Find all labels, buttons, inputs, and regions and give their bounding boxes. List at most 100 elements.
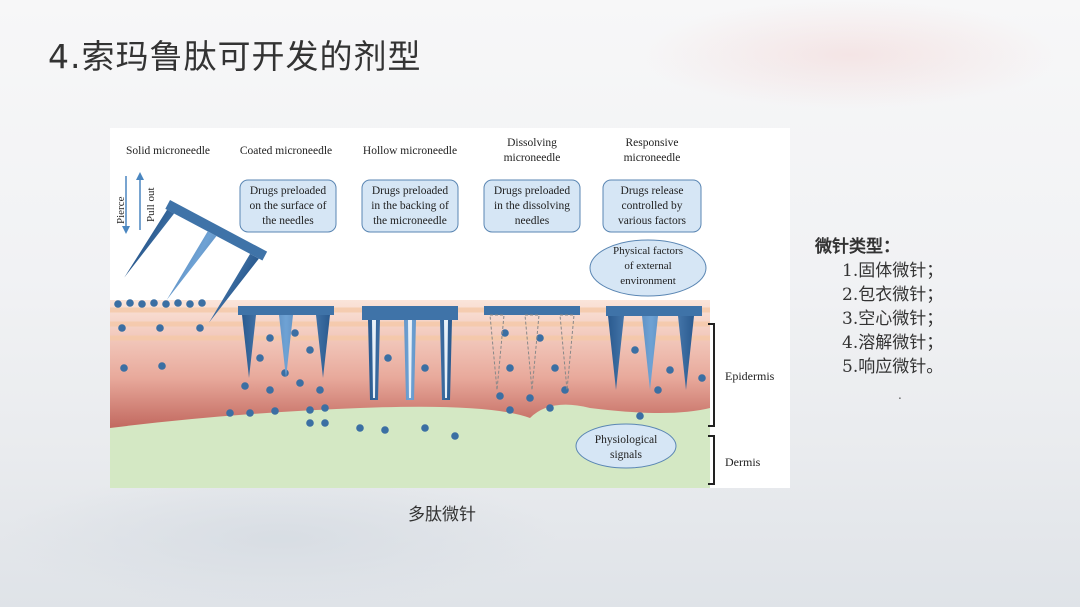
drug-particle [384,354,392,362]
drug-particle [306,346,314,354]
heading-responsive-2: microneedle [624,152,681,164]
drug-particle [120,364,128,372]
drug-particle [306,419,314,427]
list-item: 5.响应微针。 [842,357,944,377]
drug-particle [246,409,254,417]
drug-particle [551,364,559,372]
box-responsive-line1: Drugs release [621,185,684,197]
background-decoration [640,0,1060,110]
drug-particle [138,300,146,308]
cloud-physical-line1: Physical factors [613,245,683,257]
drug-particle [636,412,644,420]
drug-particle [126,299,134,307]
drug-particle [506,406,514,414]
drug-particle [158,362,166,370]
drug-particle [296,379,304,387]
drug-particle [356,424,364,432]
trailing-dot: . [898,388,902,402]
drug-particle [536,334,544,342]
coated-microneedle [238,306,334,378]
drug-particle [162,300,170,308]
slide-title: 4.索玛鲁肽可开发的剂型 [48,37,422,76]
dissolving-microneedle [484,306,580,391]
box-hollow-line3: the microneedle [373,215,447,227]
drug-particle [241,382,249,390]
cloud-physio-line1: Physiological [595,434,658,446]
epidermis-bracket [708,323,715,427]
drug-particle [316,386,324,394]
drug-particle [451,432,459,440]
heading-solid: Solid microneedle [126,145,210,157]
drug-particle [196,324,204,332]
drug-particle [698,374,706,382]
heading-responsive: Responsive [625,137,678,149]
box-responsive-line3: various factors [618,215,687,227]
pierce-label: Pierce [115,196,127,224]
heading-hollow: Hollow microneedle [363,145,457,157]
drug-particle [381,426,389,434]
box-coated-line1: Drugs preloaded [250,185,327,197]
pierce-arrowhead [122,226,130,234]
drug-particle [156,324,164,332]
responsive-microneedle [606,306,702,390]
heading-dissolving-2: microneedle [504,152,561,164]
hollow-microneedle [362,306,458,400]
box-responsive-line2: controlled by [622,200,683,212]
box-coated-line3: the needles [262,215,314,227]
drug-particle [501,329,509,337]
drug-particle [271,407,279,415]
drug-particle [226,409,234,417]
drug-particle [321,404,329,412]
epidermis-label: Epidermis [725,369,775,383]
dermis-layer [110,404,710,488]
drug-particle [266,334,274,342]
figure-caption: 多肽微针 [408,505,476,525]
drug-particle [526,394,534,402]
drug-particle [421,364,429,372]
drug-particle [654,386,662,394]
cloud-physio-line2: signals [610,449,642,461]
drug-particle [198,299,206,307]
drug-particle [291,329,299,337]
cloud-physiological-signals: Physiological signals [575,423,677,469]
box-dissolving-line2: in the dissolving [494,200,570,212]
drug-particle [256,354,264,362]
heading-coated: Coated microneedle [240,145,332,157]
box-coated-line2: on the surface of [250,200,327,212]
drug-particle [114,300,122,308]
box-dissolving-line1: Drugs preloaded [494,185,571,197]
drug-particle [546,404,554,412]
background-decoration [0,470,560,607]
drug-particle [666,366,674,374]
drug-particle [306,406,314,414]
drug-particle [321,419,329,427]
drug-particle [186,300,194,308]
list-heading: 微针类型： [815,237,900,257]
drug-particle [631,346,639,354]
drug-particle [281,369,289,377]
box-hollow-line1: Drugs preloaded [372,185,449,197]
drug-particles [114,299,706,440]
microneedle-types-list: 微针类型： 1.固体微针； 2.包衣微针； 3.空心微针； 4.溶解微针； 5.… [815,232,995,379]
microneedle-illustration: Epidermis Dermis Solid microneedle Coate… [110,137,775,488]
dermis-label: Dermis [725,455,761,469]
box-hollow-line2: in the backing of [371,200,449,212]
cloud-physical-line3: environment [620,275,676,287]
drug-particle [174,299,182,307]
cloud-physical-factors: Physical factors of external environment [589,239,707,297]
list-item: 3.空心微针； [842,309,944,329]
drug-particle [150,299,158,307]
drug-particle [118,324,126,332]
list-item: 1.固体微针； [842,261,944,281]
dermis-bracket [708,435,715,485]
drug-particle [421,424,429,432]
list-item: 2.包衣微针； [842,285,944,305]
drug-particle [266,386,274,394]
solid-microneedle [124,200,268,323]
cloud-physical-line2: of external [624,260,671,272]
drug-particle [496,392,504,400]
box-dissolving-line3: needles [515,215,550,227]
info-boxes: Drugs preloaded on the surface of the ne… [239,179,702,233]
pull-out-label: Pull out [145,187,157,222]
microneedle-diagram: Epidermis Dermis Solid microneedle Coate… [110,128,790,488]
